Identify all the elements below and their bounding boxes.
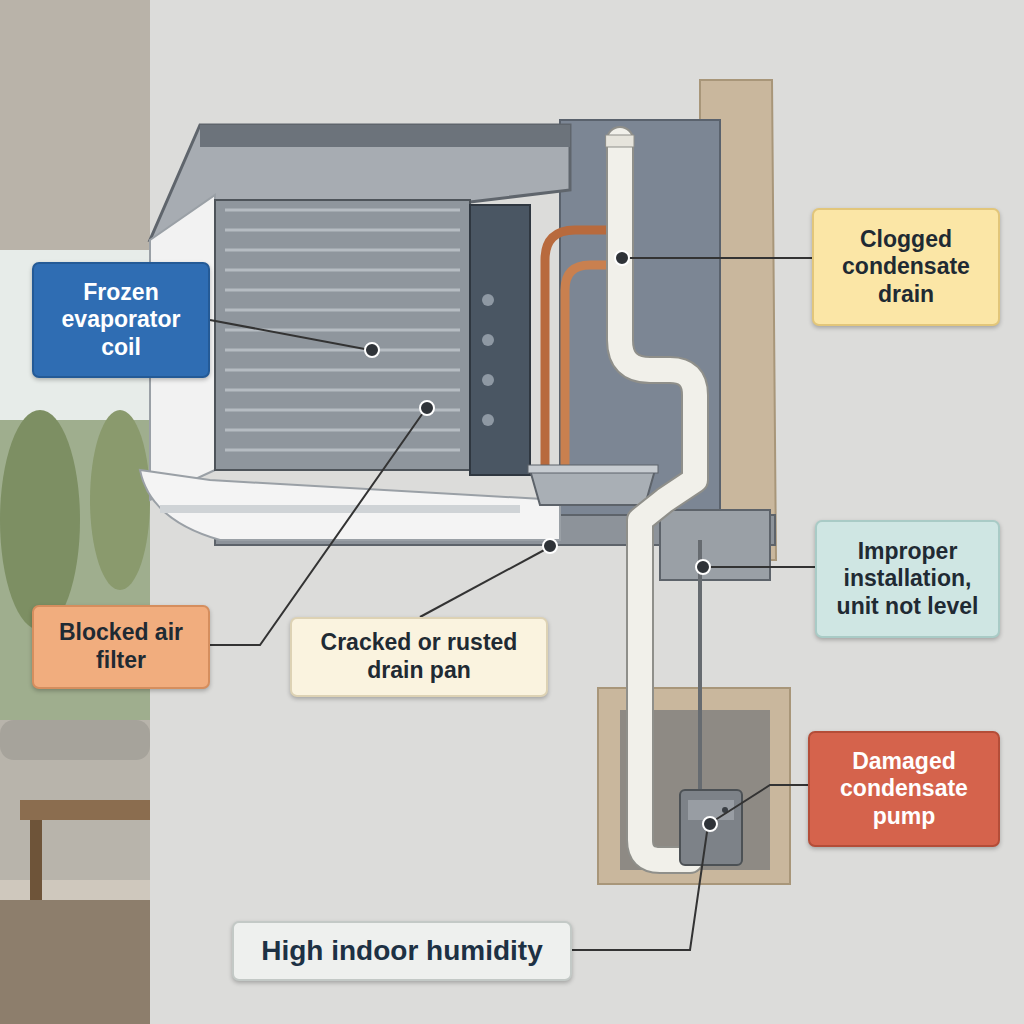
condensate-pump-part — [698, 540, 702, 790]
leader-dots-part — [365, 343, 379, 357]
callout-label: High indoor humidity — [261, 934, 543, 968]
callout-box: Damaged condensate pump — [808, 731, 1000, 847]
room-background-part — [0, 0, 160, 260]
leader-lines-part — [210, 320, 370, 350]
condensate-pipe-part — [620, 140, 695, 860]
evaporator-coil — [215, 200, 530, 475]
leader-dots-part — [615, 251, 629, 265]
room-background-part — [0, 720, 150, 760]
leader-lines-part — [572, 825, 708, 950]
callout-label: Blocked air filter — [46, 619, 196, 674]
callout-box: Clogged condensate drain — [812, 208, 1000, 326]
condensate-pump — [680, 540, 742, 865]
leader-lines-part — [712, 785, 808, 822]
condensate-pipe-part — [620, 140, 695, 860]
evaporator-coil-part — [215, 200, 470, 470]
room-background-part — [0, 900, 160, 1024]
leader-dots-part — [696, 560, 710, 574]
callout-box: Blocked air filter — [32, 605, 210, 689]
evaporator-coil-part — [482, 334, 494, 346]
callout-box: Frozen evaporator coil — [32, 262, 210, 378]
ac-housing-part — [140, 470, 560, 540]
room-background-part — [0, 720, 150, 880]
leader-lines-part — [705, 566, 815, 568]
callout-box: Cracked or rusted drain pan — [290, 617, 548, 697]
leader-lines-part — [625, 257, 812, 259]
callout-label: Damaged condensate pump — [822, 748, 986, 831]
leader-dots — [365, 251, 717, 831]
mounting-plate-part — [660, 510, 770, 580]
room-background-part — [0, 0, 160, 1024]
evaporator-coil-part — [482, 294, 494, 306]
evaporator-coil-part — [482, 414, 494, 426]
callout-box: High indoor humidity — [232, 921, 572, 981]
leader-lines-part — [420, 548, 548, 617]
room-background — [0, 0, 160, 1024]
drain-pan-part — [530, 470, 655, 505]
drain-pan-part — [528, 465, 658, 473]
drain-pan — [528, 465, 658, 505]
room-background-part — [20, 800, 150, 820]
room-background-part — [0, 410, 80, 630]
callout-label: Cracked or rusted drain pan — [304, 629, 534, 684]
callout-label: Clogged condensate drain — [826, 226, 986, 309]
leader-lines — [210, 258, 815, 950]
leader-dots-part — [703, 817, 717, 831]
condensate-pump-part — [680, 790, 742, 865]
condensate-pipe-part — [606, 135, 634, 147]
callout-box: Improper installation, unit not level — [815, 520, 1000, 638]
leader-dots-part — [543, 539, 557, 553]
wall-part — [150, 0, 1024, 1024]
room-background-part — [90, 410, 150, 590]
callout-label: Improper installation, unit not level — [829, 538, 986, 621]
leader-lines-part — [210, 410, 425, 645]
ac-housing-part — [160, 505, 520, 513]
condensate-pipe — [606, 135, 695, 860]
callout-label: Frozen evaporator coil — [46, 279, 196, 362]
wall — [150, 0, 1024, 1024]
ac-housing-part — [200, 125, 570, 147]
evaporator-coil-part — [482, 374, 494, 386]
leader-dots-part — [420, 401, 434, 415]
evaporator-coil-part — [470, 205, 530, 475]
